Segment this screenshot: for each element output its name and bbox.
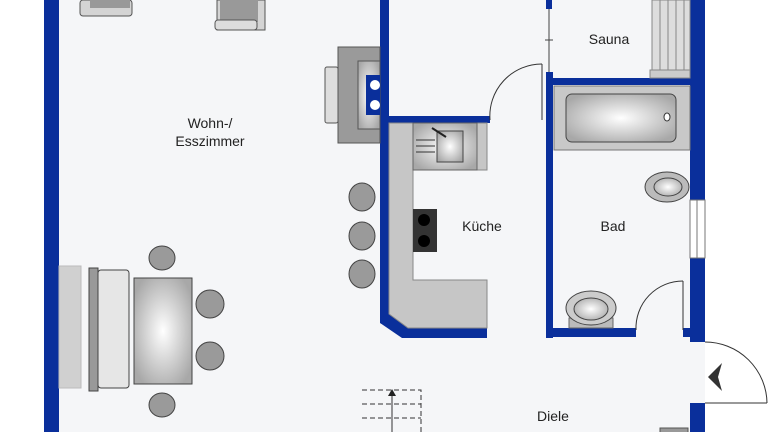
entrance-arrow-icon — [708, 363, 722, 391]
doors — [489, 63, 768, 404]
bar-stools — [348, 182, 376, 289]
room-label-sauna: Sauna — [589, 31, 630, 47]
kitchen-counter — [388, 122, 488, 329]
stairs-up-arrow-icon — [388, 389, 396, 396]
fireplace — [324, 46, 381, 144]
armchair — [79, 0, 133, 17]
room-label-hall: Diele — [537, 408, 569, 424]
sauna-bench — [649, 0, 691, 79]
toilet — [644, 171, 690, 203]
bathtub — [553, 85, 691, 151]
dining-set — [58, 245, 225, 418]
room-label-living: Wohn-/ — [188, 115, 233, 131]
room-label-bath: Bad — [601, 218, 626, 234]
room-label-dining: Esszimmer — [175, 133, 245, 149]
armchair — [214, 0, 266, 31]
stairs — [362, 389, 422, 432]
window — [689, 199, 706, 259]
washbasin — [565, 290, 617, 329]
room-label-kitchen: Küche — [462, 218, 502, 234]
walls — [44, 0, 705, 432]
